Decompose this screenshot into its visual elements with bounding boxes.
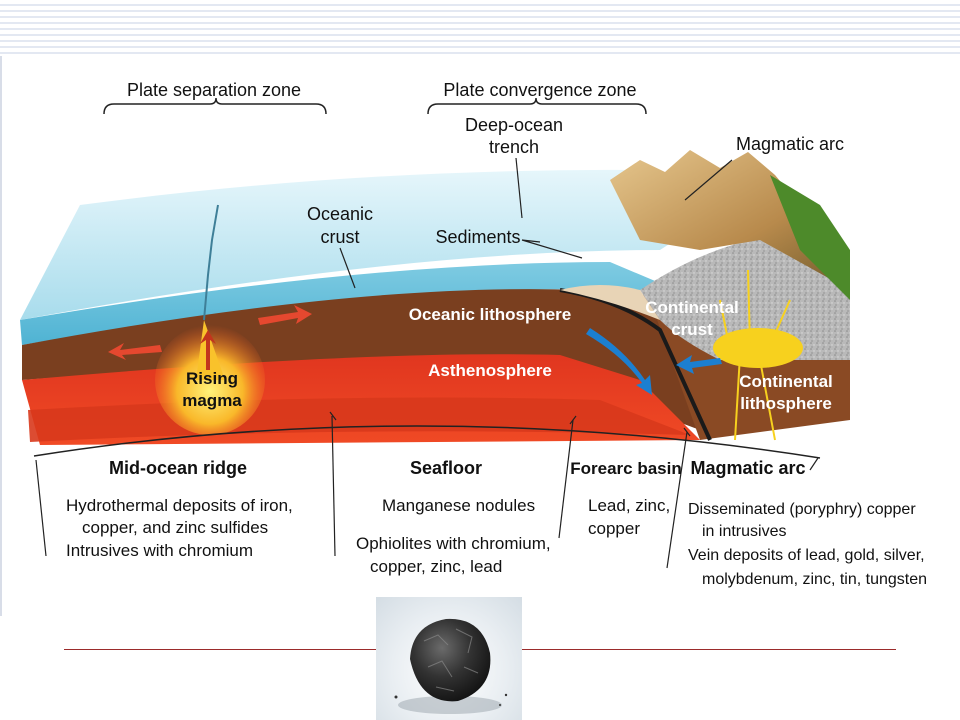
section-line-seafloor-3: copper, zinc, lead (370, 557, 502, 576)
continental-lithosphere-label-2: lithosphere (740, 394, 832, 413)
section-line-forearc-1: Lead, zinc, (588, 496, 670, 515)
rising-magma-label-1: Rising (186, 369, 238, 388)
asthenosphere-label: Asthenosphere (428, 361, 552, 380)
trench-leader (515, 157, 523, 219)
crust-leader (339, 247, 356, 289)
continental-crust-label-2: crust (671, 320, 713, 339)
separation-bracket (103, 97, 327, 115)
oceanic-lithosphere-label: Oceanic lithosphere (409, 305, 572, 324)
footer-divider-right (522, 649, 896, 650)
left-edge-line (35, 459, 47, 557)
section-line-seafloor-1: Manganese nodules (382, 496, 535, 515)
section-line-ridge-2: copper, and zinc sulfides (82, 518, 268, 537)
slide-header-stripes (0, 0, 960, 56)
footer-divider-left (64, 649, 376, 650)
ocean-front (20, 262, 700, 345)
trench-label-1: Deep-ocean (465, 115, 563, 135)
continental-crust-block (640, 238, 850, 360)
sediment-fan (560, 285, 660, 320)
section-line-forearc-2: copper (588, 519, 640, 538)
section-title-seafloor: Seafloor (410, 458, 482, 478)
separation-zone-label: Plate separation zone (127, 80, 301, 100)
section-title-forearc: Forearc basin (570, 459, 682, 478)
continental-lithosphere-label-1: Continental (739, 372, 833, 391)
section-line-seafloor-2: Ophiolites with chromium, (356, 534, 551, 553)
section-divider-2 (558, 419, 574, 539)
arc-leader (684, 159, 733, 201)
section-line-ridge-3: Intrusives with chromium (66, 541, 253, 560)
rising-arrow (200, 330, 216, 370)
convergence-arrow (676, 355, 722, 374)
section-line-arc-3: Vein deposits of lead, gold, silver, (688, 547, 925, 564)
magma-channel (196, 320, 225, 380)
convergence-zone-label: Plate convergence zone (443, 80, 636, 100)
sediments-label: Sediments (435, 227, 520, 247)
sediments-leader (521, 239, 583, 259)
magma-veins (719, 269, 791, 441)
magmatic-arc-label: Magmatic arc (736, 134, 844, 154)
continental-crust-label-1: Continental (645, 298, 739, 317)
section-line-arc-2: in intrusives (702, 523, 786, 540)
right-edge-line (809, 457, 819, 471)
section-line-arc-1: Disseminated (poryphry) copper (688, 501, 916, 518)
plate-tectonics-diagram: Plate separation zone Plate convergence … (20, 80, 927, 588)
oceanic-crust-label-2: crust (320, 227, 359, 247)
ocean-surface (20, 169, 760, 320)
spreading-arrow-right (258, 305, 312, 325)
section-line-arc-4: molybdenum, zinc, tin, tungsten (702, 571, 927, 588)
manganese-nodule-photo (376, 597, 522, 720)
oceanic-crust-label-1: Oceanic (307, 204, 373, 224)
section-title-ridge: Mid-ocean ridge (109, 458, 247, 478)
spreading-arrow-left (108, 343, 162, 360)
ruler-tick-1 (329, 411, 337, 421)
ridge-rift (203, 204, 219, 321)
section-divider-3 (666, 431, 688, 569)
section-title-arc: Magmatic arc (690, 458, 805, 478)
subduction-arrow (586, 328, 652, 395)
forest-slope (770, 175, 850, 300)
arc-magma-chamber (713, 328, 803, 368)
section-line-ridge-1: Hydrothermal deposits of iron, (66, 496, 293, 515)
mountain-range (610, 150, 850, 290)
section-ruler (33, 425, 821, 459)
section-divider-1 (331, 415, 336, 557)
rising-magma-label-2: magma (182, 391, 242, 410)
convergence-bracket (427, 97, 647, 115)
trench-label-2: trench (489, 137, 539, 157)
